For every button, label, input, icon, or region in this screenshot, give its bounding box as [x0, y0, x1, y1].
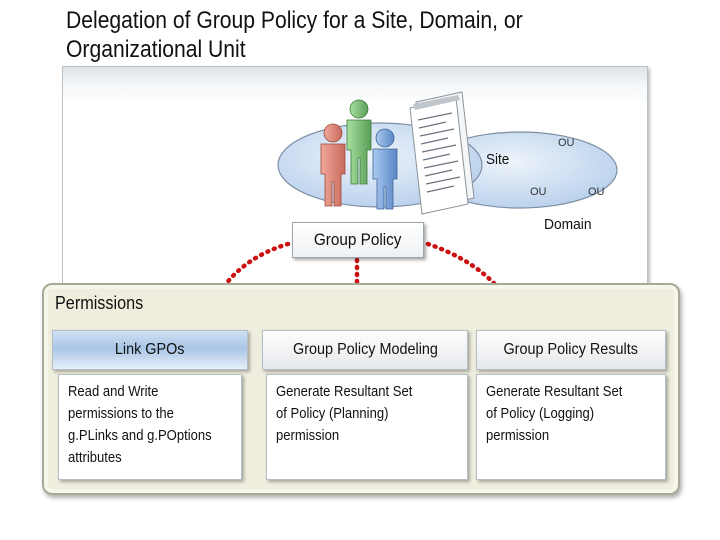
group-policy-modeling-header: Group Policy Modeling [262, 330, 468, 370]
header-label: Group Policy Modeling [292, 341, 438, 358]
description-line: g.PLinks and g.POptions [68, 428, 212, 444]
ou-label: OU [558, 137, 575, 149]
description-line: of Policy (Planning) [276, 406, 389, 422]
site-label: Site [486, 151, 510, 168]
header-label: Group Policy Results [503, 341, 639, 358]
ou-label: OU [530, 186, 547, 198]
group-policy-label: Group Policy [314, 230, 402, 249]
description-line: Generate Resultant Set [486, 384, 623, 400]
results-description: Generate Resultant Set of Policy (Loggin… [476, 374, 666, 480]
title-line-1: Delegation of Group Policy for a Site, D… [66, 7, 523, 34]
policy-document-icon [409, 91, 475, 215]
domain-label: Domain [544, 216, 592, 233]
description-line: of Policy (Logging) [486, 406, 595, 422]
users-group-icon [320, 99, 398, 210]
description-line: Read and Write [68, 384, 159, 400]
link-gpos-header: Link GPOs [52, 330, 248, 370]
description-line: attributes [68, 450, 122, 466]
slide-title: Delegation of Group Policy for a Site, D… [66, 6, 629, 64]
group-policy-results-header: Group Policy Results [476, 330, 666, 370]
modeling-description: Generate Resultant Set of Policy (Planni… [266, 374, 468, 480]
ou-label: OU [588, 186, 605, 198]
description-line: permission [276, 428, 340, 444]
permissions-title: Permissions [55, 293, 144, 313]
title-line-2: Organizational Unit [66, 36, 246, 63]
group-policy-box: Group Policy [292, 222, 424, 258]
description-line: permission [486, 428, 550, 444]
description-line: Generate Resultant Set [276, 384, 413, 400]
link-gpos-description: Read and Write permissions to the g.PLin… [58, 374, 242, 480]
description-line: permissions to the [68, 406, 174, 422]
header-label: Link GPOs [115, 341, 185, 358]
